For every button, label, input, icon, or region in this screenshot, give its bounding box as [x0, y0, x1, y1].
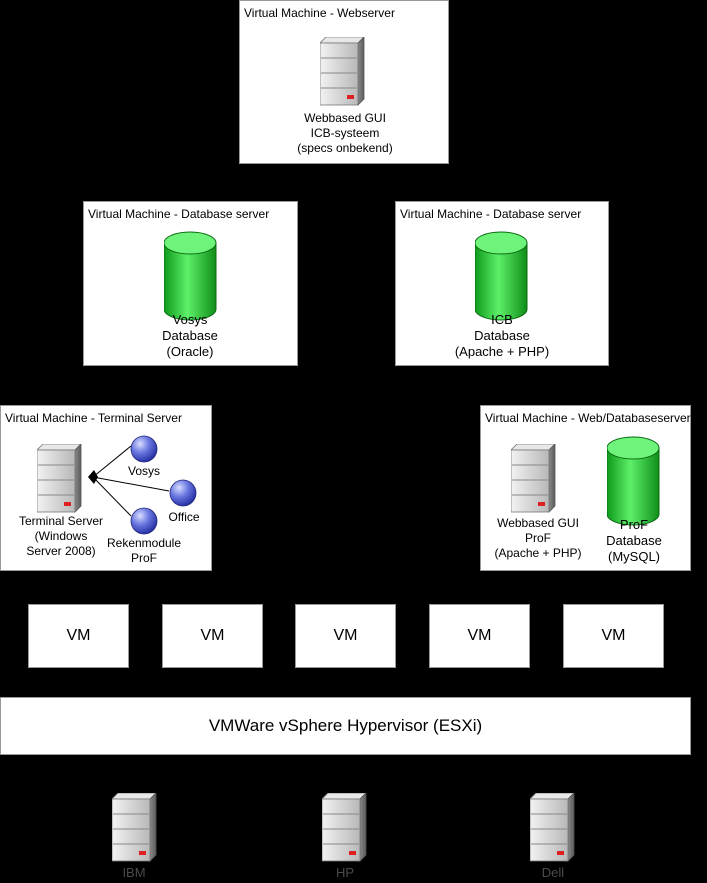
vm-webdb-box: Virtual Machine - Web/Databaseserver Web…	[480, 405, 691, 571]
vm-webserver-box: Virtual Machine - Webserver Webbased GUI…	[239, 0, 449, 164]
vm-box: VM	[563, 604, 664, 668]
vm-terminal-box: Virtual Machine - Terminal Server Termin…	[0, 405, 212, 571]
caption-line: (Windows	[34, 529, 88, 543]
vm-db-left-box: Virtual Machine - Database server Vosys …	[83, 201, 298, 366]
app-label-rekenmodule: Rekenmodule ProF	[106, 536, 182, 565]
db-left-caption: Vosys Database (Oracle)	[162, 312, 218, 360]
caption-line: Webbased GUI	[304, 111, 386, 125]
hardware-label-ibm: IBM	[122, 865, 146, 880]
app-node-icon	[130, 507, 158, 535]
server-icon	[530, 793, 575, 862]
caption-line: Terminal Server	[18, 514, 104, 528]
db-right-caption: ICB Database (Apache + PHP)	[455, 312, 549, 360]
app-node-icon	[130, 435, 158, 463]
caption-line: Webbased GUI	[497, 516, 579, 530]
caption-line: ICB-systeem	[310, 126, 380, 140]
app-node-icon	[169, 479, 197, 507]
hypervisor-bar: VMWare vSphere Hypervisor (ESXi)	[0, 697, 691, 755]
caption-line: Database	[474, 328, 530, 343]
webdb-db-caption: ProF Database (MySQL)	[606, 517, 662, 565]
vm-webserver-title: Virtual Machine - Webserver	[244, 6, 395, 20]
caption-line: (specs onbekend)	[297, 141, 393, 155]
webdb-server-caption: Webbased GUI ProF (Apache + PHP)	[494, 516, 581, 561]
database-icon	[164, 231, 217, 321]
caption-line: (Apache + PHP)	[494, 546, 582, 560]
server-icon	[112, 793, 157, 862]
server-icon	[511, 444, 556, 513]
caption-line: (Oracle)	[166, 344, 214, 359]
server-icon	[320, 37, 365, 106]
hardware-label-dell: Dell	[541, 865, 565, 880]
vm-db-right-title: Virtual Machine - Database server	[400, 207, 582, 221]
vm-box: VM	[162, 604, 263, 668]
caption-line: ProF	[524, 531, 552, 545]
caption-line: Database	[606, 533, 662, 548]
vm-box: VM	[429, 604, 530, 668]
vm-db-right-box: Virtual Machine - Database server ICB Da…	[395, 201, 609, 366]
caption-line: (Apache + PHP)	[454, 344, 550, 359]
connector-lines	[88, 445, 170, 517]
caption-line: ICB	[491, 312, 513, 327]
caption-line: Database	[162, 328, 218, 343]
vm-db-left-title: Virtual Machine - Database server	[88, 207, 270, 221]
database-icon	[475, 231, 528, 321]
vm-box: VM	[28, 604, 129, 668]
server-icon	[322, 793, 367, 862]
app-label-office: Office	[168, 510, 200, 524]
caption-line: Server 2008)	[26, 544, 96, 558]
database-icon	[607, 436, 660, 526]
caption-line: (MySQL)	[608, 549, 660, 564]
vm-webdb-title: Virtual Machine - Web/Databaseserver	[485, 411, 691, 425]
server-icon	[37, 444, 82, 513]
caption-line: ProF	[619, 517, 649, 532]
caption-line: Vosys	[172, 312, 208, 327]
webserver-caption: Webbased GUI ICB-systeem (specs onbekend…	[297, 111, 392, 156]
terminal-server-caption: Terminal Server (Windows Server 2008)	[19, 514, 103, 559]
app-label-vosys: Vosys	[127, 464, 161, 478]
vm-terminal-title: Virtual Machine - Terminal Server	[5, 411, 182, 425]
hardware-label-hp: HP	[335, 865, 355, 880]
vm-box: VM	[295, 604, 396, 668]
